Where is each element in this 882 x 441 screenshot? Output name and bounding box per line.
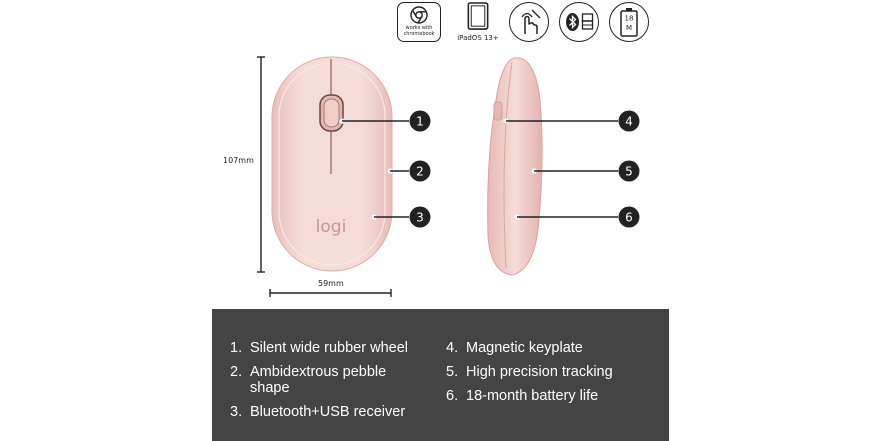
- feature-2-text: Ambidextrous pebble shape: [250, 364, 387, 396]
- width-label: 59mm: [318, 279, 344, 288]
- feature-1-text: Silent wide rubber wheel: [250, 340, 408, 356]
- ipad-badge: iPadOS 13+: [455, 2, 501, 42]
- usb-receiver-icon: [581, 13, 593, 30]
- touch-badge: [509, 2, 549, 42]
- connectivity-badge: [559, 2, 599, 42]
- feature-2-number: 2.: [230, 364, 243, 380]
- mouse-body: [271, 56, 393, 272]
- mouse-side-view: [487, 57, 543, 276]
- feature-6-number: 6.: [446, 388, 459, 404]
- callout-1: 1: [339, 110, 431, 132]
- callout-4: 4: [503, 110, 640, 132]
- mouse-top-view: logi: [271, 56, 393, 272]
- callout-3-label: 3: [416, 211, 424, 225]
- callout-5: 5: [531, 160, 640, 182]
- callout-2-label: 2: [416, 165, 424, 179]
- feature-5-number: 5.: [446, 364, 459, 380]
- chromebook-badge: works with chromebook: [397, 2, 441, 42]
- callout-2: 2: [387, 160, 431, 182]
- feature-3-number: 3.: [230, 404, 243, 420]
- feature-list-panel: 1. Silent wide rubber wheel 2. Ambidextr…: [212, 309, 669, 441]
- feature-4-number: 4.: [446, 340, 459, 356]
- feature-1-number: 1.: [230, 340, 243, 356]
- callout-5-label: 5: [625, 165, 633, 179]
- feature-2: 2. Ambidextrous pebble shape: [230, 364, 435, 398]
- battery-icon: 18 M: [620, 8, 638, 37]
- logi-logo: logi: [316, 217, 347, 237]
- feature-4-text: Magnetic keyplate: [466, 340, 583, 356]
- callout-3: 3: [371, 206, 431, 228]
- battery-label: 18: [625, 15, 634, 23]
- callout-6: 6: [514, 206, 640, 228]
- feature-3-text: Bluetooth+USB receiver: [250, 404, 406, 420]
- callout-6-label: 6: [625, 211, 633, 225]
- dimension-lines: [257, 56, 392, 297]
- height-label: 107mm: [223, 156, 254, 165]
- chrome-icon: [410, 6, 428, 24]
- chromebook-label: works with chromebook: [403, 25, 435, 37]
- battery-badge: 18 M: [609, 2, 649, 42]
- battery-label-unit: M: [626, 24, 632, 32]
- callout-layer: 1 2 3 4 5 6: [339, 110, 640, 228]
- callout-4-label: 4: [625, 115, 633, 129]
- touch-hand-icon: [521, 9, 541, 34]
- tablet-icon: [467, 2, 489, 30]
- callout-1-label: 1: [416, 115, 424, 129]
- bluetooth-icon: [565, 13, 579, 31]
- feature-6-text: 18-month battery life: [466, 388, 599, 404]
- ipad-label: iPadOS 13+: [457, 34, 499, 42]
- feature-5-text: High precision tracking: [466, 364, 613, 380]
